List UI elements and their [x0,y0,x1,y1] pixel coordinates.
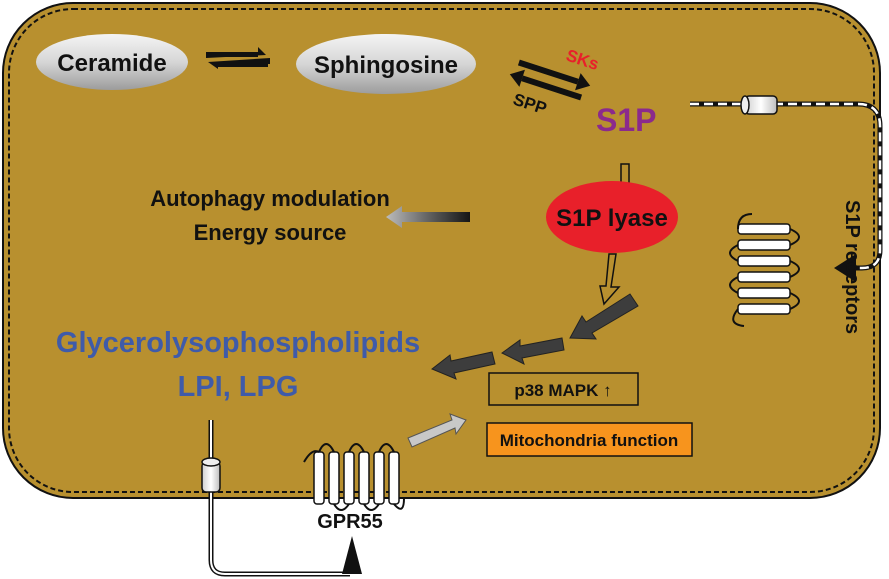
lyase-down-arrow [599,253,621,306]
s1p-export-path [690,95,883,282]
p38-mapk-box: p38 MAPK ↑ [488,372,639,406]
glycero-label: Glycerolysophospholipids [56,327,420,359]
gpr55-receptor: GPR55 [303,443,405,533]
lpi-lpg-label: LPI, LPG [178,371,299,403]
s1p-lyase-node: S1P lyase [546,181,678,253]
arrow-to-autophagy [386,206,470,228]
equilibrium-arrows [206,47,270,69]
energy-label: Energy source [194,220,347,245]
mito-label: Mitochondria function [500,431,678,450]
sphingosine-label: Sphingosine [314,52,458,79]
dark-arrow-3 [431,351,496,380]
p38-label: p38 MAPK ↑ [514,381,611,400]
mitochondria-box: Mitochondria function [486,422,693,457]
s1p-lyase-label: S1P lyase [556,205,668,232]
sks-spp-arrows: SKs SPP [509,46,601,118]
ceramide-node: Ceramide [36,34,188,90]
dark-arrow-2 [501,337,565,365]
s1p-receptors-label: S1P receptors [841,200,863,334]
gpr55-to-p38-arrow [407,413,467,448]
ceramide-label: Ceramide [57,50,166,77]
s1p-receptors: S1P receptors [729,200,863,334]
s1p-transporter [744,95,778,115]
gpr55-label: GPR55 [317,511,383,533]
s1p-to-lyase-arrow [620,163,630,185]
s1p-label: S1P [596,102,656,138]
dark-arrow-1 [569,293,639,340]
sphingosine-node: Sphingosine [296,34,476,94]
autophagy-label: Autophagy modulation [150,186,390,211]
lpi-export-path [201,420,362,577]
